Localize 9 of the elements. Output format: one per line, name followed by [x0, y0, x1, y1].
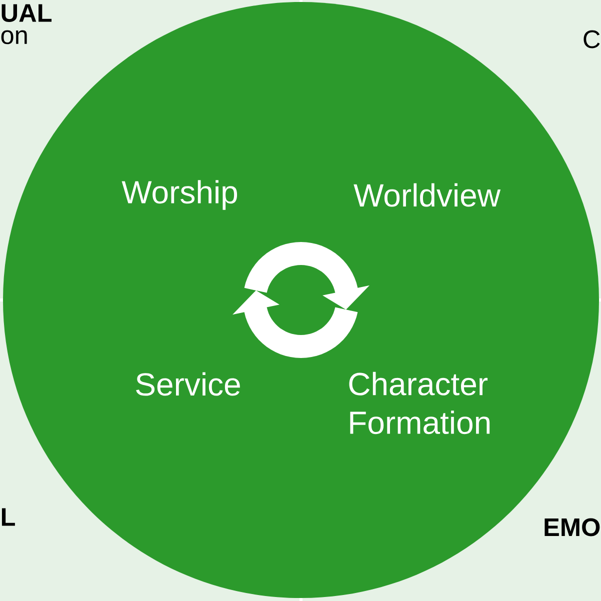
- corner-label: L: [2, 508, 15, 526]
- node-label: Worldview: [354, 183, 501, 207]
- node-label: Character Formation: [349, 372, 490, 434]
- corner-label: C: [584, 30, 600, 48]
- corner-label: UAL: [2, 4, 52, 22]
- corner-label: on: [1, 30, 27, 44]
- node-label: Worship: [122, 180, 238, 210]
- node-label: Service: [136, 372, 240, 396]
- corner-label: EMO: [544, 518, 600, 536]
